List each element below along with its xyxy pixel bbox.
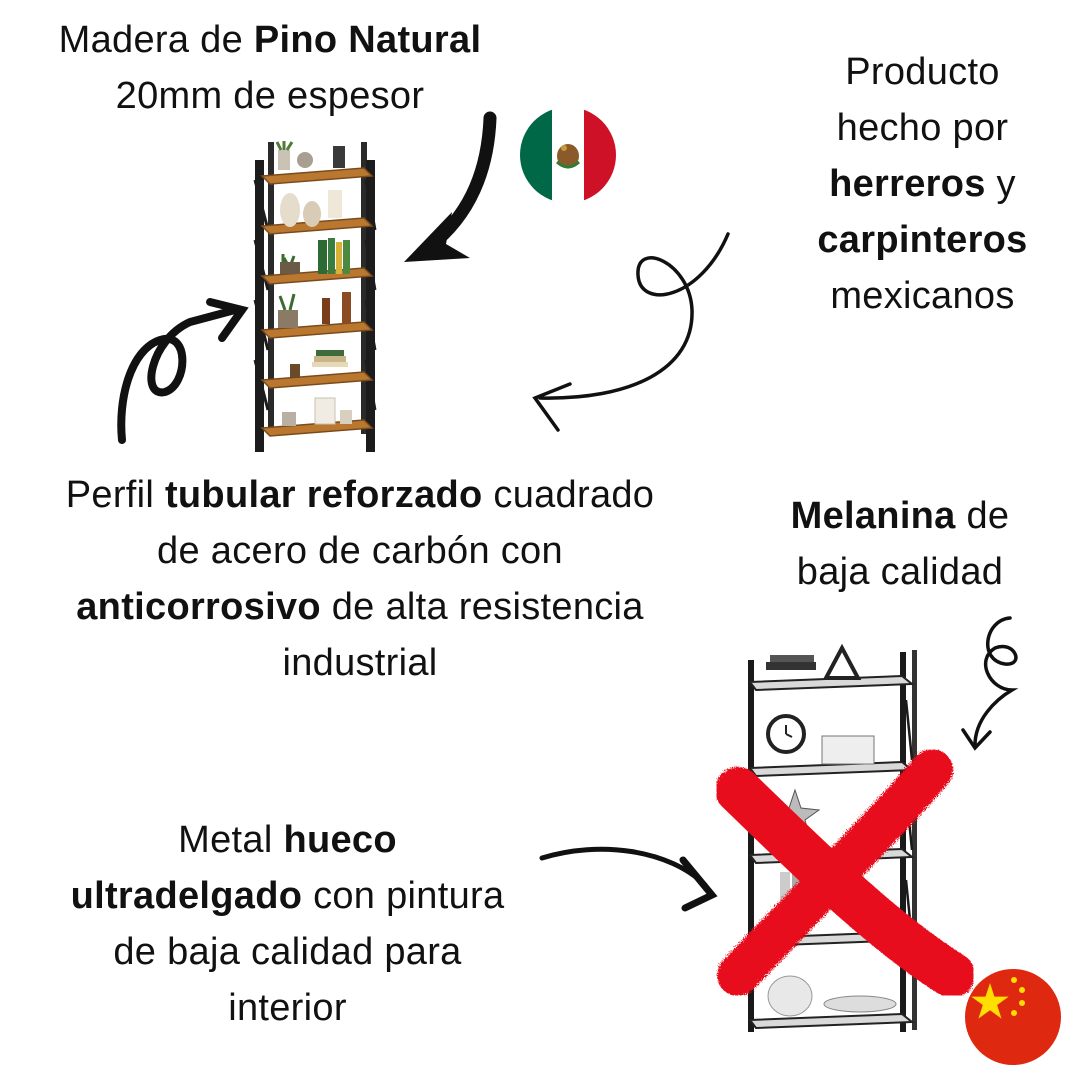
caption-text: Metal — [178, 819, 284, 861]
melamine-caption: Melanina de baja calidad — [745, 488, 1055, 600]
caption-text: de acero de carbón con — [157, 530, 563, 572]
pine-wood-caption: Madera de Pino Natural 20mm de espesor — [10, 12, 530, 124]
caption-bold: anticorrosivo — [76, 586, 321, 628]
caption-text: Perfil — [65, 474, 165, 516]
caption-text: industrial — [282, 642, 438, 684]
caption-text: de — [955, 495, 1010, 537]
mexican-made-caption: Producto hecho por herreros y carpintero… — [780, 44, 1065, 324]
arrow-curly-icon — [532, 232, 730, 432]
arrow-to-frame-icon — [117, 298, 249, 444]
caption-bold: carpinteros — [817, 219, 1028, 261]
caption-text: cuadrado — [482, 474, 655, 516]
caption-bold: hueco — [283, 819, 397, 861]
caption-bold: Melanina — [790, 495, 956, 537]
caption-text: hecho por — [836, 107, 1009, 149]
caption-bold: herreros — [829, 163, 986, 205]
mexico-flag-icon — [520, 107, 616, 203]
hollow-metal-caption: Metal hueco ultradelgado con pintura de … — [0, 812, 575, 1036]
caption-text: de alta resistencia — [320, 586, 644, 628]
caption-text: de baja calidad para — [113, 931, 462, 973]
caption-text: y — [985, 163, 1016, 205]
caption-text: Producto — [845, 51, 1000, 93]
pine-wood-shelf-image — [253, 141, 377, 452]
caption-text: baja calidad — [796, 551, 1004, 593]
caption-bold: ultradelgado — [70, 875, 303, 917]
arrow-to-cheap-shelf-icon — [539, 846, 718, 912]
arrow-scribble-icon — [961, 616, 1019, 751]
caption-bold: Pino Natural — [253, 19, 482, 61]
caption-text: con pintura — [302, 875, 505, 917]
red-x-icon — [715, 749, 975, 998]
caption-text: Madera de — [58, 19, 254, 61]
caption-text: 20mm de espesor — [115, 75, 425, 117]
caption-bold: tubular reforzado — [164, 474, 483, 516]
steel-profile-caption: Perfil tubular reforzado cuadrado de ace… — [0, 467, 720, 691]
china-flag-icon — [965, 969, 1061, 1065]
caption-text: mexicanos — [830, 275, 1015, 317]
caption-text: interior — [228, 987, 347, 1029]
arrow-to-wood-icon — [404, 111, 497, 262]
